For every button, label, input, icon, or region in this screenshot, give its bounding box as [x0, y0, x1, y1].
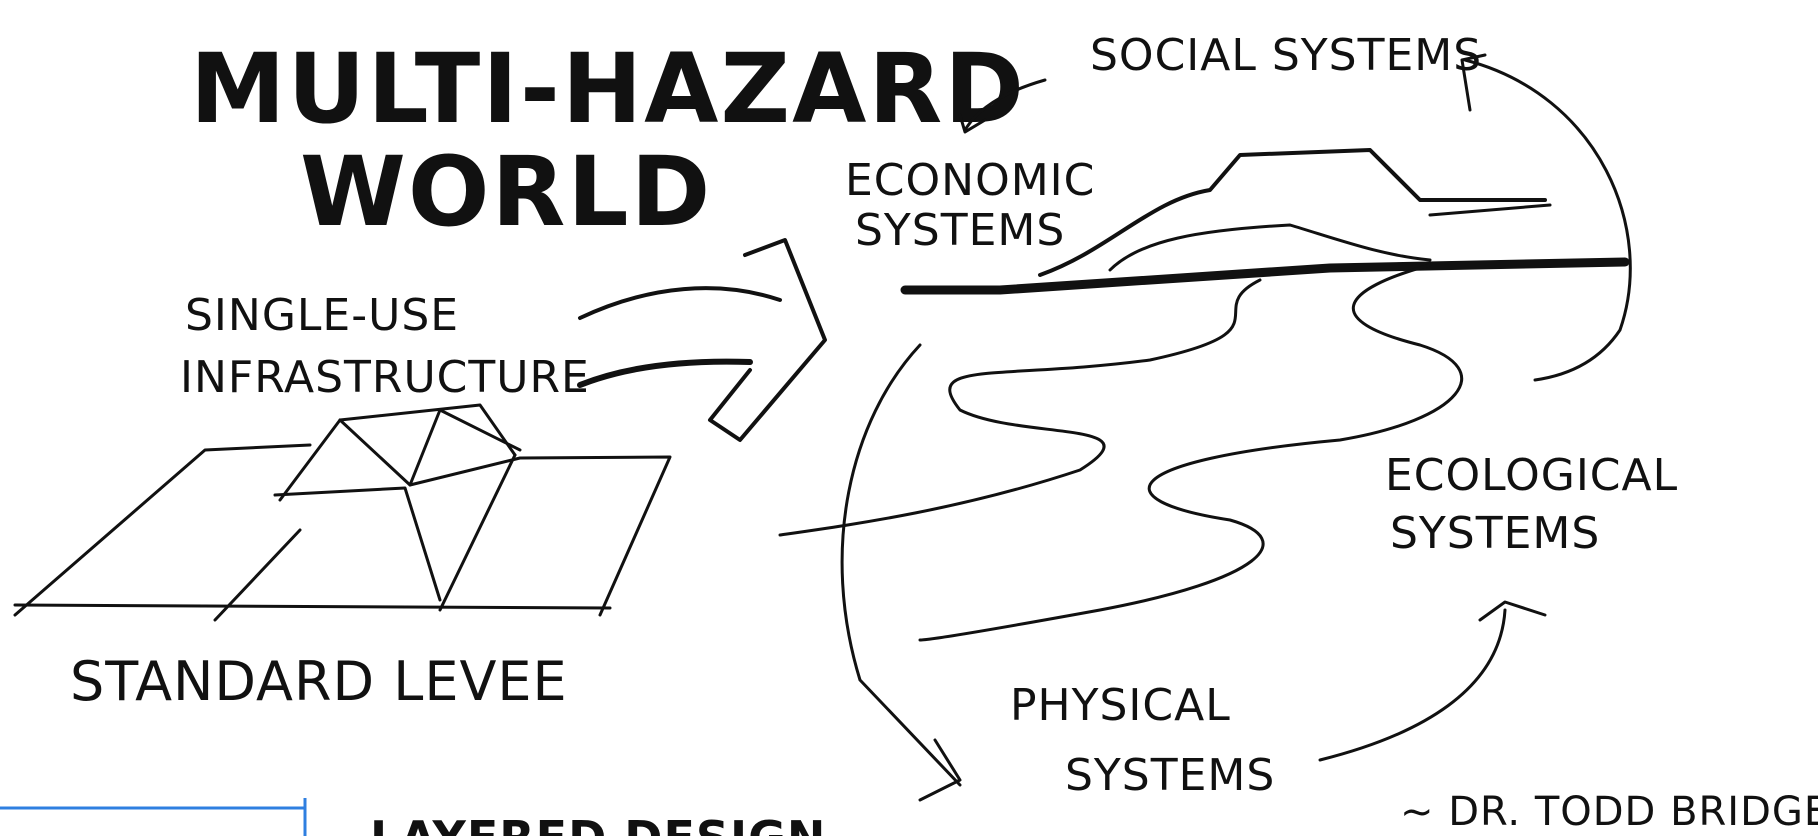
levee-drawing — [13, 403, 672, 622]
single-use-label-line-2: INFRASTRUCTURE — [180, 352, 590, 403]
single-use-label-line-1: SINGLE-USE — [185, 290, 459, 341]
ecological-systems-label-line-1: ECOLOGICAL — [1385, 450, 1678, 501]
landscape-drawing — [778, 148, 1630, 802]
system-arrows — [958, 53, 1632, 762]
physical-systems-label-line-1: PHYSICAL — [1010, 680, 1231, 731]
economic-systems-label-line-2: SYSTEMS — [855, 205, 1065, 256]
credit-text: ~ DR. TODD BRIDGES — [1400, 789, 1818, 835]
social-systems-label: SOCIAL SYSTEMS — [1090, 30, 1482, 81]
economic-systems-label-line-1: ECONOMIC — [845, 155, 1095, 206]
standard-levee-label: STANDARD LEVEE — [70, 650, 568, 713]
bottom-partial-text: LAYERED DESIGN — [370, 811, 826, 836]
ecological-systems-label-line-2: SYSTEMS — [1390, 508, 1600, 559]
title-line-2: WORLD — [300, 136, 712, 248]
physical-systems-label-line-2: SYSTEMS — [1065, 750, 1275, 801]
title-line-1: MULTI-HAZARD — [190, 33, 1026, 145]
transition-arrow — [577, 238, 827, 442]
